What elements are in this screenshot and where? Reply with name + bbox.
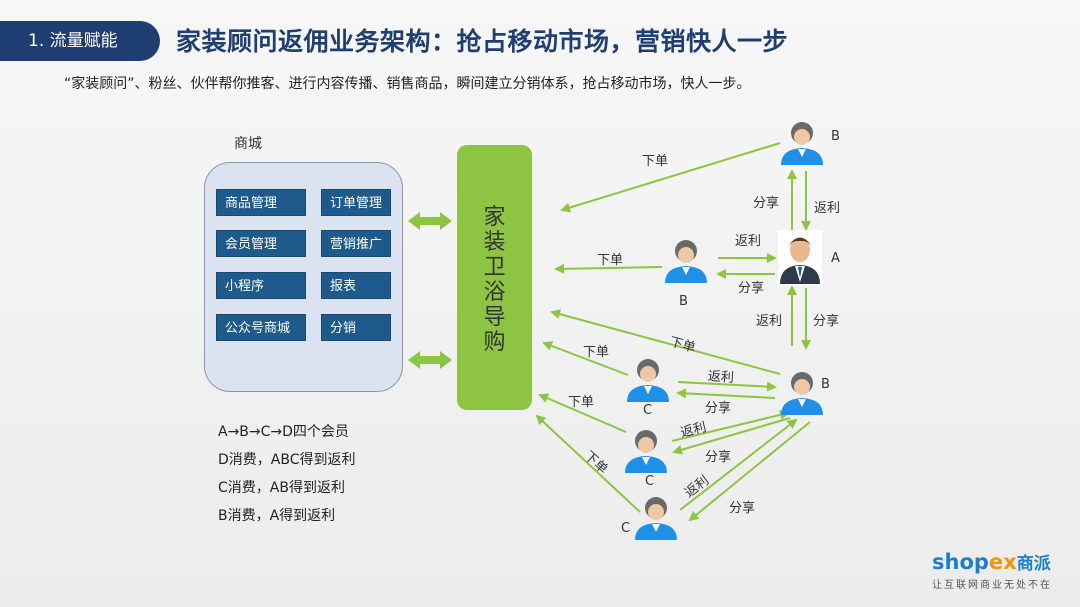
label-share: 分享 xyxy=(705,401,732,416)
person-c3-icon xyxy=(635,497,677,540)
label-rebate: 返利 xyxy=(735,234,762,249)
module-member-management: 会员管理 xyxy=(216,230,306,257)
logo-brand-cn: 商派 xyxy=(1016,554,1051,574)
arrow-share-b-to-c3 xyxy=(688,421,811,522)
logo-brand-ex: ex xyxy=(988,550,1017,574)
chain-description: A→B→C→D四个会员 D消费，ABC得到返利 C消费，AB得到返利 B消费，A… xyxy=(218,418,356,530)
label-order: 下单 xyxy=(568,395,595,410)
person-b-top-icon xyxy=(781,122,823,165)
label-order: 下单 xyxy=(642,154,669,169)
node-a-label: A xyxy=(831,251,840,266)
module-marketing: 营销推广 xyxy=(321,230,391,257)
arrow-order-b-low xyxy=(550,309,781,375)
section-tag: 1. 流量赋能 xyxy=(0,21,160,61)
arrow-rebate-c1-to-b xyxy=(677,381,777,392)
person-b-mid-icon xyxy=(665,240,707,283)
arrow-rebate-c2-to-b xyxy=(671,410,790,442)
chain-line: A→B→C→D四个会员 xyxy=(218,424,349,440)
logo-slogan: 让互联网商业无处不在 xyxy=(932,580,1052,591)
mall-label: 商城 xyxy=(234,136,262,152)
module-mini-program: 小程序 xyxy=(216,272,306,299)
guide-label-char: 卫 xyxy=(483,255,506,280)
arrow-share-b-to-c2 xyxy=(672,417,791,455)
label-share: 分享 xyxy=(705,450,732,465)
arrow-order-b-mid xyxy=(554,263,663,274)
arrow-order-c1 xyxy=(542,341,629,376)
person-b-low-icon xyxy=(781,372,823,415)
module-order-management: 订单管理 xyxy=(321,189,391,216)
guide-label-char: 家 xyxy=(483,205,506,230)
guide-label-char: 购 xyxy=(483,330,506,355)
label-order: 下单 xyxy=(597,253,624,268)
module-distribution: 分销 xyxy=(321,314,391,341)
arrow-share-b-to-c1 xyxy=(676,388,776,399)
label-share: 分享 xyxy=(738,281,765,296)
logo-brand-pre: shop xyxy=(932,550,989,574)
guide-box: 家装卫浴导购 xyxy=(457,145,532,410)
label-order: 下单 xyxy=(583,345,610,360)
guide-label-char: 导 xyxy=(483,305,506,330)
chain-line: B消费，A得到返利 xyxy=(218,508,336,524)
bidirectional-arrow-top xyxy=(408,212,452,230)
guide-label-char: 装 xyxy=(483,230,506,255)
chain-line: D消费，ABC得到返利 xyxy=(218,452,356,468)
node-c2-label: C xyxy=(645,474,655,489)
bidirectional-arrow-bottom xyxy=(408,351,452,369)
guide-label: 家装卫浴导购 xyxy=(457,205,532,355)
node-c3-label: C xyxy=(621,521,631,536)
chain-line: C消费，AB得到返利 xyxy=(218,480,345,496)
arrow-order-c2 xyxy=(538,393,627,433)
module-reports: 报表 xyxy=(321,272,391,299)
person-a-icon xyxy=(778,230,822,286)
brand-logo: shopex商派 让互联网商业无处不在 xyxy=(932,549,1052,591)
node-b-top-label: B xyxy=(831,129,840,144)
label-rebate: 返利 xyxy=(814,201,841,216)
label-rebate: 返利 xyxy=(756,314,783,329)
arrow-order-c3 xyxy=(535,414,641,513)
arrow-rebate-c3-to-b xyxy=(679,418,798,511)
label-share: 分享 xyxy=(753,196,780,211)
page-subtitle: “家装顾问”、粉丝、伙伴帮你推客、进行内容传播、销售商品，瞬间建立分销体系，抢占… xyxy=(64,76,751,92)
label-rebate: 返利 xyxy=(707,369,735,386)
module-wechat-mall: 公众号商城 xyxy=(216,314,306,341)
page-title: 家装顾问返佣业务架构：抢占移动市场，营销快人一步 xyxy=(176,27,789,56)
label-share: 分享 xyxy=(729,501,756,516)
node-b-mid-label: B xyxy=(679,294,688,309)
module-product-management: 商品管理 xyxy=(216,189,306,216)
person-c2-icon xyxy=(625,430,667,473)
guide-label-char: 浴 xyxy=(483,280,506,305)
person-c1-icon xyxy=(627,359,669,402)
node-c1-label: C xyxy=(643,403,653,418)
node-b-low-label: B xyxy=(821,377,830,392)
arrow-order-b-top xyxy=(560,142,781,213)
label-share: 分享 xyxy=(813,314,840,329)
